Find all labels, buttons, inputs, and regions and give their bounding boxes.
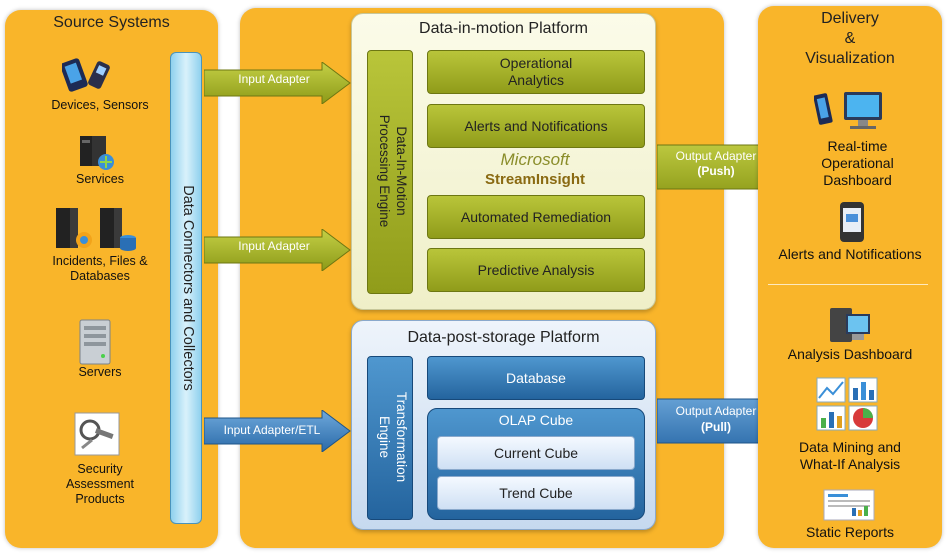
delivery-divider [768, 284, 928, 285]
source-item-services: Services [76, 172, 124, 186]
data-connectors-bar: Data Connectors and Collectors [170, 52, 202, 524]
brand-microsoft: Microsoft [500, 150, 570, 169]
motion-engine-label: Data-In-Motion Processing Engine [377, 114, 409, 228]
analysis-dashboard-icon [828, 306, 872, 353]
delivery-title: Delivery & Visualization [805, 10, 895, 67]
static-reports-icon [822, 488, 878, 527]
input-adapter-arrow-1: Input Adapter [203, 61, 352, 105]
input-adapter-etl-arrow: Input Adapter/ETL [203, 409, 352, 453]
source-item-incidents: Incidents, Files & Databases [52, 254, 148, 283]
transformation-engine-label: Transformation Engine [377, 391, 409, 483]
input-adapter-arrow-2: Input Adapter [203, 228, 352, 272]
services-icon [78, 134, 118, 177]
output-adapter-pull-label: Output Adapter [675, 404, 757, 418]
predictive-analysis-box: Predictive Analysis [427, 248, 645, 292]
databases-icon [54, 206, 138, 257]
data-mining-charts-icon [815, 376, 879, 437]
input-adapter-label-2: Input Adapter [238, 239, 310, 253]
current-cube-box: Current Cube [437, 436, 635, 470]
olap-cube-label: OLAP Cube [498, 412, 574, 428]
dashboard-devices-icon [813, 90, 886, 137]
alerts-phone-icon [838, 200, 866, 249]
delivery-item-static-reports: Static Reports [806, 524, 894, 540]
database-box: Database [427, 356, 645, 400]
delivery-item-data-mining: Data Mining and What-If Analysis [799, 439, 901, 472]
input-adapter-etl-label: Input Adapter/ETL [223, 423, 321, 437]
mobile-device-icon [60, 58, 122, 99]
operational-analytics-box: Operational Analytics [427, 50, 645, 94]
output-adapter-push-mode: (Push) [697, 164, 735, 178]
source-systems-title: Source Systems [53, 14, 170, 31]
trend-cube-box: Trend Cube [437, 476, 635, 510]
servers-icon [76, 318, 116, 371]
automated-remediation-box: Automated Remediation [427, 195, 645, 239]
data-connectors-label: Data Connectors and Collectors [180, 185, 196, 391]
source-item-servers: Servers [78, 365, 122, 379]
alerts-notifications-box: Alerts and Notifications [427, 104, 645, 148]
data-in-motion-title: Data-in-motion Platform [419, 20, 588, 37]
transformation-engine-box: Transformation Engine [367, 356, 413, 520]
source-item-security: Security Assessment Products [65, 462, 135, 506]
security-icon [74, 412, 120, 461]
output-adapter-push-label: Output Adapter [675, 149, 757, 163]
brand-streaminsight: StreamInsight [484, 171, 586, 188]
output-adapter-pull-mode: (Pull) [701, 420, 731, 434]
input-adapter-label-1: Input Adapter [238, 72, 310, 86]
delivery-item-alerts: Alerts and Notifications [778, 246, 922, 262]
data-post-storage-title: Data-post-storage Platform [407, 329, 600, 346]
motion-engine-box: Data-In-Motion Processing Engine [367, 50, 413, 294]
delivery-item-analysis: Analysis Dashboard [787, 346, 913, 362]
source-item-devices: Devices, Sensors [51, 98, 149, 112]
delivery-item-dashboard: Real-time Operational Dashboard [821, 138, 894, 188]
